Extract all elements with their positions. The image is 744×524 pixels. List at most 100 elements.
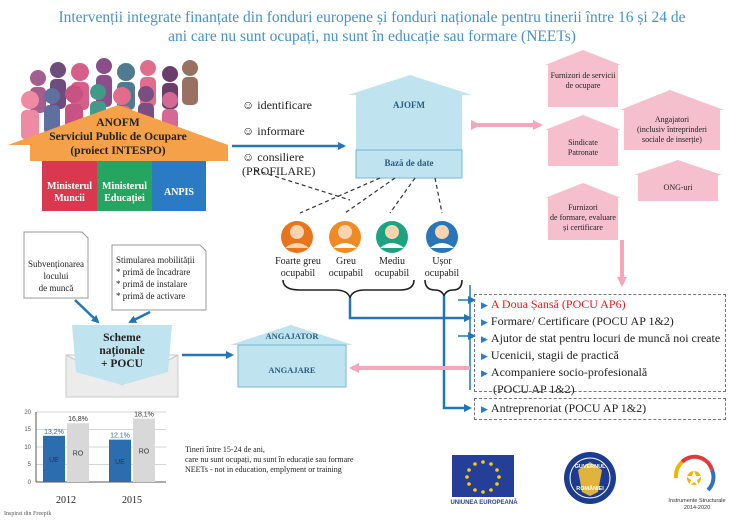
measure-state-aid: ▶Ajutor de stat pentru locuri de muncă n… <box>481 330 725 347</box>
triangle-bullet-icon: ▶ <box>481 368 488 378</box>
partner-training-providers-line-1: Furnizori <box>568 203 598 212</box>
profile-medium: Mediu ocupabil <box>366 256 418 280</box>
triangle-bullet-icon: ▶ <box>481 334 488 344</box>
subvention-line-1: Subvenționarea <box>28 259 84 269</box>
triangle-bullet-icon: ▶ <box>481 317 488 327</box>
structural-instruments-logo <box>673 454 716 492</box>
mobility-doc: Stimularea mobilității * primă de încadr… <box>116 254 195 302</box>
ministry-anpis: ANPIS <box>152 187 206 199</box>
ministry-labor: Ministerul Muncii <box>42 181 97 205</box>
y-tick-0: 0 <box>28 480 32 486</box>
measure-entrepreneurship: ▶Antreprenoriat (POCU AP 1&2) <box>475 399 725 417</box>
title-line-2: ani care nu sunt ocupați, nu sunt în edu… <box>168 28 576 45</box>
neet-note-line-3: NEETs - not in education, emplyment or t… <box>185 465 342 474</box>
ministry-education: Ministerul Educației <box>97 181 152 205</box>
measure-training-label: Formare/ Certificare (POCU AP 1&2) <box>490 314 674 328</box>
service-identification: ☺ identificare <box>242 98 312 113</box>
si-caption: Instrumente Structurale 2014-2020 <box>662 498 732 512</box>
profile-hard: Greu ocupabil <box>320 256 372 280</box>
partner-employers: Angajatori (inclusiv întreprinderi socia… <box>624 115 720 145</box>
neet-note-line-1: Tineri între 15-24 de ani, <box>185 445 265 454</box>
service-identification-label: identificare <box>257 98 312 112</box>
partner-unions-line-2: Patronate <box>567 148 599 157</box>
partner-ngos: ONG-uri <box>638 183 718 193</box>
page-title: Intervenții integrate finanțate din fond… <box>20 8 724 46</box>
gov-caption-line-2: ROMÂNIEI <box>576 486 604 492</box>
partner-employers-line-2: (inclusiv întreprinderi <box>637 125 707 134</box>
partner-employment-providers: Furnizori de servicii de ocupare <box>548 71 618 91</box>
si-caption-line-1: Instrumente Structurale <box>668 498 726 504</box>
x-tick-2015: 2015 <box>122 495 142 506</box>
ministry-anpis-line-1: ANPIS <box>163 187 194 198</box>
service-profiling: (PROFILARE) <box>242 164 316 178</box>
profile-very-hard: Foarte greu ocupabil <box>272 256 324 280</box>
service-counseling-label: consiliere <box>257 150 304 164</box>
partner-houses <box>545 50 724 240</box>
title-line-1: Intervenții integrate finanțate din fond… <box>58 9 686 26</box>
measure-socio-professional-label: Acompaniere socio-profesională <box>490 365 648 379</box>
profile-avatars <box>281 221 458 253</box>
measure-state-aid-label: Ajutor de stat pentru locuri de muncă no… <box>490 331 721 345</box>
bar-series-label-ro-2012: RO <box>73 451 84 458</box>
bar-series-label-ro-2015: RO <box>139 448 150 455</box>
eu-flag <box>452 455 514 497</box>
bar-ro-2015 <box>133 418 155 482</box>
chart-source: Inspirat din Freepik <box>4 511 52 517</box>
scheme-label: Scheme naționale + POCU <box>72 332 172 371</box>
mobility-item-2: * primă de instalare <box>116 279 188 289</box>
bar-ue-2012 <box>43 435 65 482</box>
y-tick-20: 20 <box>24 410 31 416</box>
employer-house <box>230 325 353 388</box>
profile-easy-line-2: ocupabil <box>424 268 460 279</box>
anofm-line-1: ANOFM <box>96 117 140 129</box>
smiley-icon: ☺ <box>242 98 255 112</box>
triangle-bullet-icon: ▶ <box>481 404 488 414</box>
measure-second-chance-label: A Doua Șansă (POCU AP6) <box>490 297 626 311</box>
scheme-line-1: Scheme <box>103 332 141 344</box>
mobility-title: Stimularea mobilității <box>116 255 195 265</box>
partner-unions-line-1: Sindicate <box>568 138 598 147</box>
bar-ro-2012 <box>67 423 89 482</box>
profile-very-hard-line-1: Foarte greu <box>275 256 321 267</box>
bar-ue-2015 <box>109 439 131 482</box>
government-seal <box>564 452 616 504</box>
anofm-house <box>8 105 228 211</box>
neet-note-line-2: care nu sunt ocupați, nu sunt în educați… <box>185 455 354 464</box>
partner-employment-providers-line-2: de ocupare <box>565 81 601 90</box>
entrepreneurship-box: ▶Antreprenoriat (POCU AP 1&2) <box>474 398 726 420</box>
scheme-envelope <box>65 325 179 398</box>
partner-training-providers-line-2: de formare, evaluare <box>550 213 616 222</box>
anofm-line-3: (proiect INTESPO) <box>70 145 166 157</box>
partner-employers-line-1: Angajatori <box>654 115 690 124</box>
triangle-bullet-icon: ▶ <box>481 351 488 361</box>
document-boxes <box>23 231 207 311</box>
measure-apprenticeship: ▶Ucenicii, stagii de practică <box>481 347 725 364</box>
partner-training-providers-line-3: și certificare <box>563 223 603 232</box>
smiley-icon: ☺ <box>242 150 255 164</box>
service-counseling: ☺ consiliere <box>242 150 304 165</box>
ministry-labor-line-1: Ministerul <box>47 181 92 192</box>
ajofm-roof-label: AJOFM <box>393 100 425 110</box>
mobility-item-3: * primă de activare <box>116 291 186 301</box>
neet-chart: 20 15 10 5 0 13,2% 16,8% 12,1% 18,1% UE … <box>24 410 166 506</box>
scheme-line-2: naționale <box>99 345 145 357</box>
ajofm-house <box>348 75 472 179</box>
profile-hard-line-1: Greu <box>336 256 356 267</box>
y-tick-15: 15 <box>24 427 31 433</box>
subvention-line-3: de muncă <box>38 283 74 293</box>
partner-training-providers: Furnizori de formare, evaluare și certif… <box>548 203 618 233</box>
smiley-icon: ☺ <box>242 124 255 138</box>
partner-employment-providers-line-1: Furnizori de servicii <box>550 71 616 80</box>
employment-label: ANGAJARE <box>268 365 316 375</box>
value-label-ue-2015: 12,1% <box>110 433 130 440</box>
ajofm-profile-links <box>254 169 443 214</box>
value-label-ue-2012: 13,2% <box>44 429 64 436</box>
measure-training: ▶Formare/ Certificare (POCU AP 1&2) <box>481 313 725 330</box>
service-information: ☺ informare <box>242 124 305 139</box>
partner-employers-line-3: sociale de inserție) <box>642 135 702 144</box>
subvention-line-2: locului <box>43 271 69 281</box>
measures-list: ▶A Doua Șansă (POCU AP6) ▶Formare/ Certi… <box>474 294 726 396</box>
profile-very-hard-line-2: ocupabil <box>280 268 316 279</box>
eu-caption: UNIUNEA EUROPEANĂ <box>450 500 518 506</box>
